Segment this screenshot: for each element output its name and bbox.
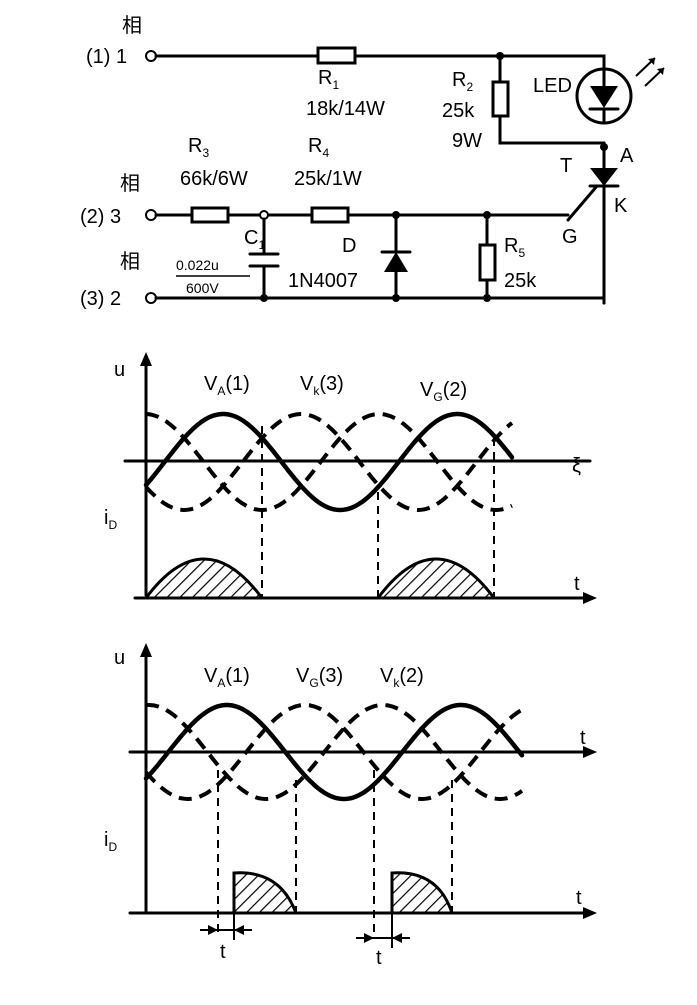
wf2-t-label-top: t <box>580 727 586 749</box>
wf1-phase-curve-3 <box>144 412 514 513</box>
wf1-vk-label: Vk(3) <box>300 373 344 398</box>
phase-label-3: 相 <box>120 250 140 273</box>
diode-d-icon <box>384 252 408 272</box>
wf1-curves <box>143 411 515 513</box>
thyristor-gate-label: G <box>562 226 578 248</box>
wf1-u-label: u <box>114 359 125 381</box>
wf2-id-label: iD <box>104 829 117 854</box>
waveform-panel-2: u iD t t VA(1) VG(3) Vk(2) t t <box>104 643 597 969</box>
diode-part: 1N4007 <box>288 270 358 292</box>
r5-value: 25k <box>504 270 537 292</box>
wf2-vg-label: VG(3) <box>296 665 343 690</box>
wf1-current-pulse-2 <box>375 557 497 600</box>
wf1-current-pulse-1 <box>143 557 265 600</box>
thyristor-label: T <box>560 155 572 177</box>
r2-label: R2 <box>452 69 473 94</box>
wf2-current-pulse-2 <box>390 871 455 915</box>
terminal-label-2: (2) 3 <box>80 206 121 228</box>
delay-label-1: t <box>220 941 226 963</box>
wf1-phase-curve-2 <box>145 412 513 513</box>
diode-label: D <box>342 235 356 257</box>
c1-value-2: 600V <box>186 280 219 296</box>
capacitor-c1 <box>248 252 280 268</box>
r5-label: R5 <box>504 235 525 260</box>
wf2-phase-curve-1 <box>143 702 525 802</box>
delay-label-2: t <box>376 947 382 969</box>
wf1-axis-mark: ξ <box>572 455 581 477</box>
resistor-r3 <box>190 206 230 224</box>
delay-marker-lines <box>200 929 410 939</box>
r2-value-2: 9W <box>452 130 482 152</box>
resistor-r5 <box>478 243 497 282</box>
r2-value-1: 25k <box>442 100 475 122</box>
c1-value-1: 0.022u <box>176 257 219 273</box>
wf1-phase-curve-1 <box>143 411 515 513</box>
wf2-phase-curve-3 <box>144 703 524 802</box>
r1-label: R1 <box>318 67 339 92</box>
phase-label-2: 相 <box>120 172 140 195</box>
led-label: LED <box>533 75 572 97</box>
wf2-curves <box>143 702 525 802</box>
wf2-vk-label: Vk(2) <box>380 665 424 690</box>
resistor-r1 <box>316 46 357 65</box>
wf2-u-label: u <box>114 647 125 669</box>
r4-label: R4 <box>308 135 329 160</box>
waveform-panel-1: u iD t ξ VA(1) Vk(3) VG(2) <box>104 352 597 604</box>
wf1-t-label: t <box>574 573 580 595</box>
light-arrows-icon <box>635 57 665 87</box>
resistor-r2 <box>491 80 510 118</box>
r3-value: 66k/6W <box>180 168 248 190</box>
r4-value: 25k/1W <box>294 168 362 190</box>
wire-phase-3 <box>154 296 606 305</box>
led-diode-icon <box>590 86 618 108</box>
terminal-label-1: (1) 1 <box>86 46 127 68</box>
terminal-label-3: (3) 2 <box>80 288 121 310</box>
thyristor-icon <box>590 168 618 186</box>
wf1-dropdown-lines <box>261 426 495 598</box>
wire-r2-led <box>498 54 606 145</box>
wf2-current-pulse-1 <box>232 871 299 915</box>
r3-label: R3 <box>188 135 209 160</box>
c1-label: C1 <box>244 227 265 252</box>
wf2-dropdown-lines <box>217 770 453 938</box>
thyristor-cathode-label: K <box>614 195 628 217</box>
resistor-r4 <box>310 206 350 224</box>
wf1-vg-label: VG(2) <box>420 379 467 404</box>
wf1-id-label: iD <box>104 507 117 532</box>
r1-value: 18k/14W <box>306 98 385 120</box>
circuit-schematic: 相 (1) 1 相 (2) 3 相 (3) 2 R1 18k/14W R2 25… <box>80 14 665 310</box>
phase-label-1: 相 <box>122 14 142 37</box>
thyristor-anode-label: A <box>620 145 634 167</box>
wf1-va-label: VA(1) <box>204 373 250 398</box>
wf2-t-label: t <box>576 887 582 909</box>
wf2-va-label: VA(1) <box>204 665 250 690</box>
